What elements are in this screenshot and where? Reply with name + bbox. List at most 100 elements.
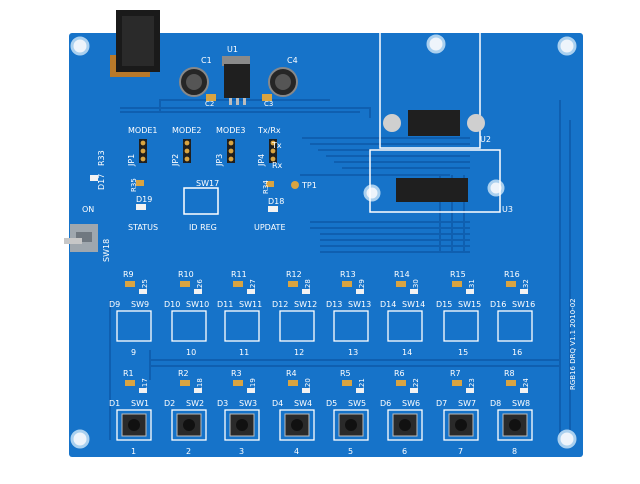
resistor [233,380,243,386]
tactile-switch-cap [399,419,411,431]
switch-outline [279,409,315,441]
tactile-switch-cap [236,419,248,431]
led-label: D6 [380,399,391,408]
jumper-pin [228,140,234,146]
jumper-ref-label: JP2 [171,154,180,167]
led-label: D8 [490,399,501,408]
resistor-label: R9 [123,270,134,279]
switch-outline [387,310,423,342]
smd-parts [90,175,299,212]
led-label: D1 [109,399,120,408]
tactile-switch-cap [291,419,303,431]
key-number-label: 6 [402,447,407,456]
switch-label: SW7 [458,399,476,408]
jumper-pin [140,156,146,162]
led-label: D7 [436,399,447,408]
switch-label: SW14 [402,300,425,309]
resistor-label-vertical: R22 [412,378,420,392]
label-d18: D18 [268,197,284,206]
resistor [452,281,462,287]
led [520,388,528,393]
label-c4: C4 [287,56,298,65]
label-u1: U1 [227,45,238,54]
switch-label: SW8 [512,399,530,408]
resistor [288,380,298,386]
led [247,289,255,294]
switch-outline [224,310,260,342]
mounting-holes [70,34,577,449]
led-label: D14 [380,300,396,309]
label-r35: R35 [130,178,138,192]
switch-outline [333,409,369,441]
led-label: D5 [326,399,337,408]
resistor [180,380,190,386]
switch-outline [171,310,207,342]
switch-outline [116,310,152,342]
led [302,289,310,294]
label-c1: C1 [201,56,212,65]
tactile-switch-cap [509,419,521,431]
label-u3: U3 [502,205,513,214]
led-label: D13 [326,300,342,309]
jumper-pin [270,156,276,162]
label-d19: D19 [136,195,152,204]
jumper-pin [184,148,190,154]
resistor [233,281,243,287]
key-number-label: 11 [239,348,249,357]
switch-label: SW6 [402,399,420,408]
switch-label: SW13 [348,300,371,309]
led [302,388,310,393]
resistor-label: R7 [450,369,461,378]
jumper-ref-label: JP4 [257,154,266,167]
resistor-label: R6 [394,369,405,378]
resistor [506,380,516,386]
jumper-header-label: Tx/Rx [257,126,281,135]
label-status: STATUS [128,223,158,232]
led [194,289,202,294]
switch-outline [497,409,533,441]
resistor [396,380,406,386]
switch-label: SW5 [348,399,366,408]
dc-power-jack [110,10,160,77]
resistor-label-vertical: R24 [522,378,530,392]
resistor-label-vertical: R31 [468,279,476,293]
resistor [342,380,352,386]
resistor-label-vertical: R25 [141,279,149,293]
jumper-pin [228,156,234,162]
jumper-header-label: MODE1 [128,126,158,135]
resistor [506,281,516,287]
jumper-pin [140,140,146,146]
label-sw18: SW18 [102,239,111,262]
resistor-label: R1 [123,369,134,378]
led-label: D2 [164,399,175,408]
resistor-label-vertical: R17 [141,378,149,392]
resistor [125,281,135,287]
u2-connector [379,29,485,149]
switch-outline [171,409,207,441]
key-number-label: 14 [402,348,412,357]
switch-outline [443,409,479,441]
jumper-pin [184,140,190,146]
label-id-reg: ID REG [189,223,217,232]
label-c2: C2 [205,100,214,108]
copper-traces [109,99,571,440]
resistor [125,380,135,386]
label-u2: U2 [480,135,491,144]
jumper-header-label: MODE2 [172,126,202,135]
jumper-ref-label: JP3 [215,154,224,167]
switch-label: SW11 [239,300,262,309]
resistor-label: R13 [340,270,356,279]
key-number-label: 5 [348,447,353,456]
led-label: D3 [217,399,228,408]
